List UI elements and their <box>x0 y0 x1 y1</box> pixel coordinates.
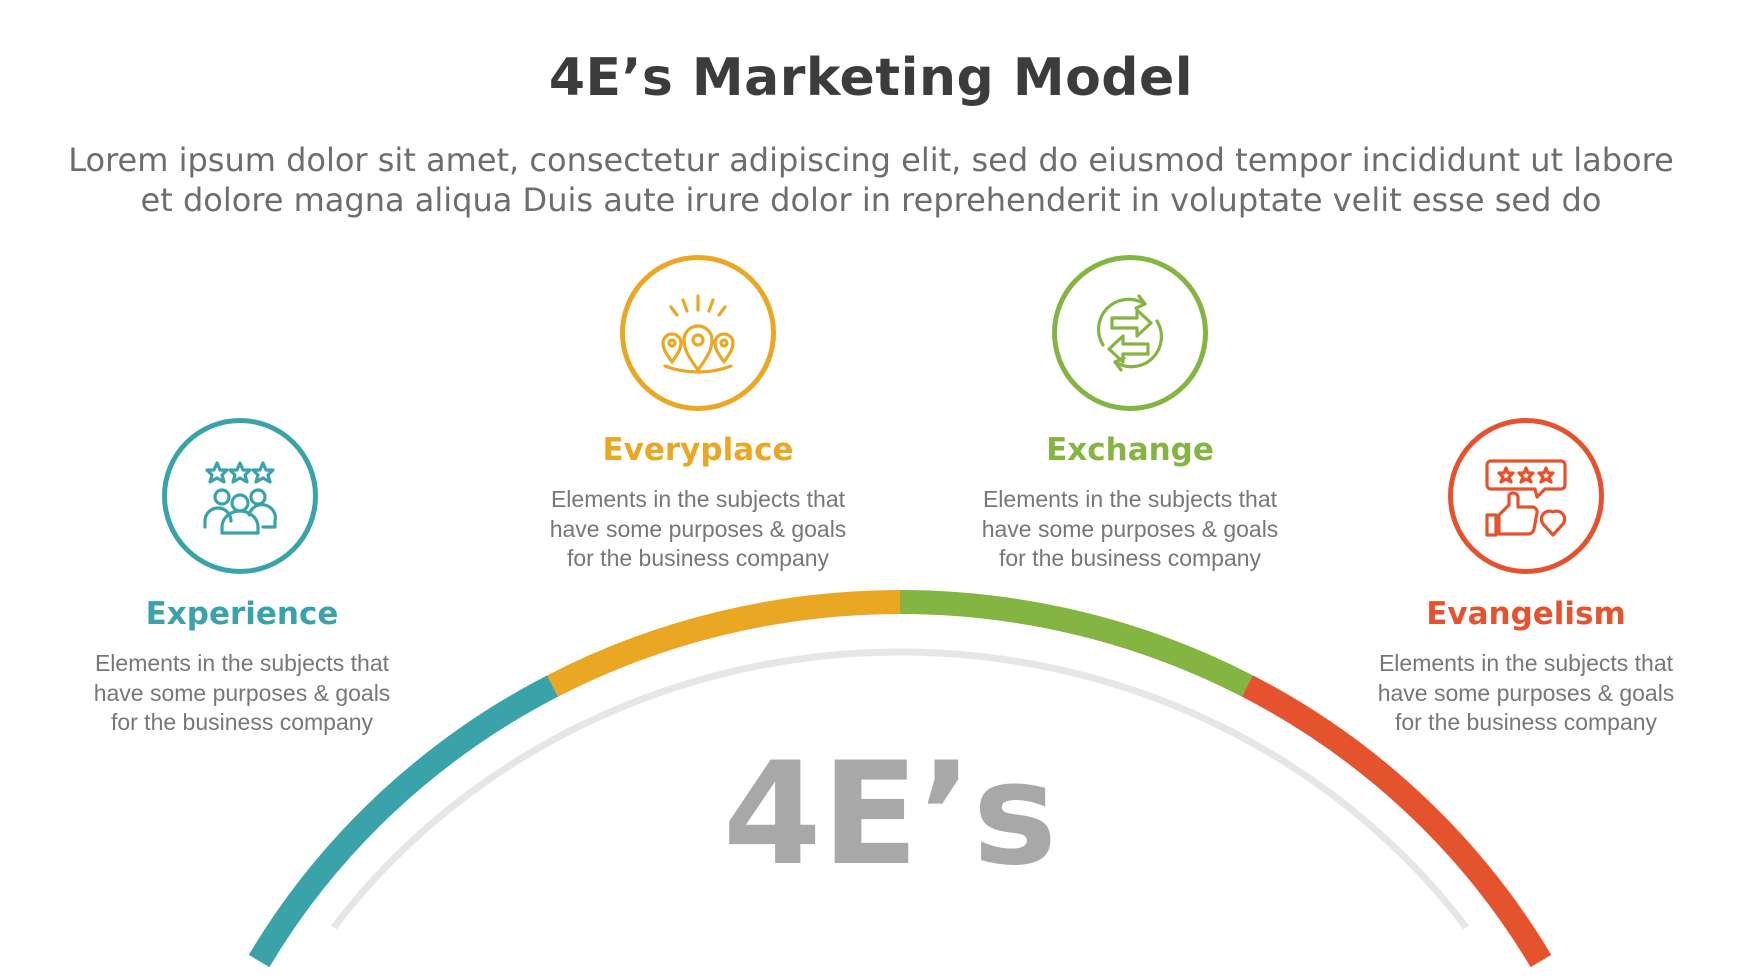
center-label: 4E’s <box>722 732 1058 897</box>
description-line: Elements in the subjects that <box>1378 650 1674 676</box>
subtitle-line-2: et dolore magna aliqua Duis aute irure d… <box>140 181 1602 219</box>
description-line: have some purposes & goals <box>93 679 391 706</box>
exchange-icon-circle <box>1052 255 1208 411</box>
description-line: have some purposes & goals <box>981 515 1279 542</box>
description-line: Elements in the subjects that <box>982 486 1278 512</box>
ring-segment-everyplace <box>547 590 901 697</box>
location-pins-icon <box>661 294 735 374</box>
review-thumbs-up-icon <box>1485 459 1567 537</box>
experience-description: Elements in the subjects that have some … <box>62 649 422 738</box>
evangelism-description: Elements in the subjects that have some … <box>1346 649 1706 738</box>
ring-segment-experience <box>248 675 559 968</box>
exchange-description: Elements in the subjects that have some … <box>950 485 1310 574</box>
description-line: for the business company <box>1394 709 1658 735</box>
inner-ring <box>330 648 1470 930</box>
experience-icon-circle <box>162 418 318 574</box>
page-subtitle: Lorem ipsum dolor sit amet, consectetur … <box>60 140 1682 220</box>
description-line: for the business company <box>998 545 1262 571</box>
experience-title: Experience <box>145 596 339 632</box>
evangelism-title: Evangelism <box>1426 596 1626 632</box>
everyplace-description: Elements in the subjects that have some … <box>518 485 878 574</box>
description-line: Elements in the subjects that <box>94 650 390 676</box>
description-line: Elements in the subjects that <box>550 486 846 512</box>
description-line: have some purposes & goals <box>1377 679 1675 706</box>
subtitle-line-1: Lorem ipsum dolor sit amet, consectetur … <box>68 141 1674 179</box>
everyplace-icon-circle <box>620 255 776 411</box>
page-title: 4E’s Marketing Model <box>548 48 1194 108</box>
ring-segment-evangelism <box>1241 675 1552 968</box>
evangelism-icon-circle <box>1448 418 1604 574</box>
exchange-arrows-icon <box>1096 294 1164 372</box>
description-line: for the business company <box>566 545 830 571</box>
people-rating-icon <box>203 461 277 535</box>
description-line: for the business company <box>110 709 374 735</box>
description-line: have some purposes & goals <box>549 515 847 542</box>
everyplace-title: Everyplace <box>602 432 794 468</box>
exchange-title: Exchange <box>1046 432 1214 468</box>
ring-segment-exchange <box>899 590 1253 697</box>
